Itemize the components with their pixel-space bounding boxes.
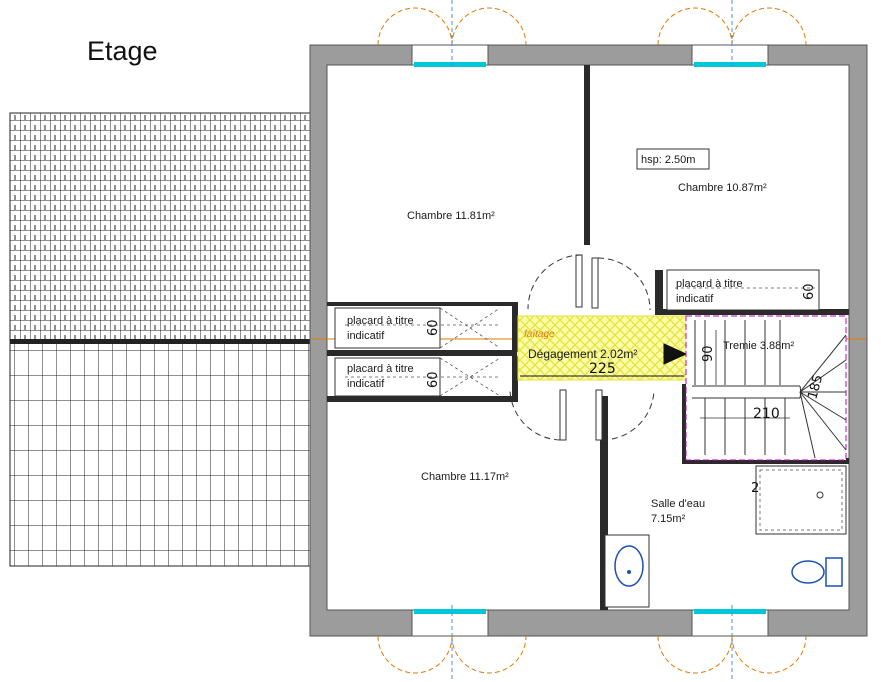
placard-right-depth: 60 bbox=[802, 283, 817, 300]
toilet-tank-icon bbox=[825, 557, 843, 587]
room-salle-eau-name: Salle d'eau bbox=[651, 498, 705, 510]
wall-between-bedrooms bbox=[584, 65, 590, 245]
room-salle-eau-area: 7.15m² bbox=[651, 513, 686, 525]
roof-tiles-top bbox=[10, 113, 310, 339]
dim-degagement-depth: 90 bbox=[701, 345, 716, 362]
placard-left-top-depth: 60 bbox=[426, 319, 441, 336]
shower-tray bbox=[755, 465, 847, 535]
room-chambre-1: Chambre 11.81m² bbox=[407, 210, 495, 222]
salle-eau-fixtures bbox=[604, 465, 847, 608]
wall-placard-right bbox=[655, 270, 663, 312]
placard-right-line2: indicatif bbox=[676, 293, 714, 305]
placard-left-top-line2: indicatif bbox=[347, 330, 385, 342]
window-glass-bottom-right bbox=[694, 609, 766, 614]
toilet-bowl-icon bbox=[791, 560, 825, 584]
dim-stair-diagonal: 185 bbox=[805, 373, 826, 401]
shower-mark: 2 bbox=[751, 481, 759, 496]
doors bbox=[509, 254, 655, 441]
room-chambre-2: Chambre 10.87m² bbox=[678, 182, 767, 194]
plan-title: Etage bbox=[87, 36, 158, 66]
exterior-wall bbox=[309, 44, 868, 637]
window-glass-top-left bbox=[414, 62, 486, 67]
wall-salle-eau-left bbox=[600, 396, 608, 610]
washbasin-icon bbox=[614, 545, 644, 587]
arrow-icon bbox=[663, 343, 688, 365]
degagement-hatch bbox=[517, 315, 687, 381]
placard-left-top bbox=[334, 307, 441, 349]
room-chambre-3: Chambre 11.17m² bbox=[421, 471, 509, 483]
window-bottom-left bbox=[411, 609, 489, 637]
placard-left-bottom-line2: indicatif bbox=[347, 378, 385, 390]
placard-right bbox=[666, 269, 820, 311]
degagement-dimension bbox=[520, 343, 688, 377]
dim-stair-length: 210 bbox=[753, 406, 780, 422]
window-glass-top-right bbox=[694, 62, 766, 67]
hsp-box bbox=[636, 148, 710, 170]
window-axes bbox=[451, 0, 733, 682]
placard-left-bottom-depth: 60 bbox=[426, 371, 441, 388]
ridge-label: faîtage bbox=[524, 329, 555, 340]
roof-ridge bbox=[10, 339, 310, 344]
wall-placards-middle bbox=[327, 350, 517, 356]
roof-tiles bbox=[9, 112, 311, 567]
hsp-label: hsp: 2.50m bbox=[641, 154, 695, 166]
room-degagement: Dégagement 2.02m² bbox=[528, 347, 637, 361]
shower-drain-icon bbox=[816, 491, 824, 499]
dim-degagement-width: 225 bbox=[589, 361, 616, 377]
placard-right-line1: placard à titre bbox=[676, 278, 743, 290]
placard-left-bottom-line1: placard à titre bbox=[347, 363, 414, 375]
placard-left-top-line1: placard à titre bbox=[347, 315, 414, 327]
roof-tiles-bottom bbox=[10, 344, 310, 566]
shutter-swings bbox=[377, 7, 807, 674]
window-glass-bottom-left bbox=[414, 609, 486, 614]
placards bbox=[334, 269, 820, 397]
staircase bbox=[685, 315, 847, 461]
room-tremie: Tremie 3.88m² bbox=[723, 340, 794, 352]
